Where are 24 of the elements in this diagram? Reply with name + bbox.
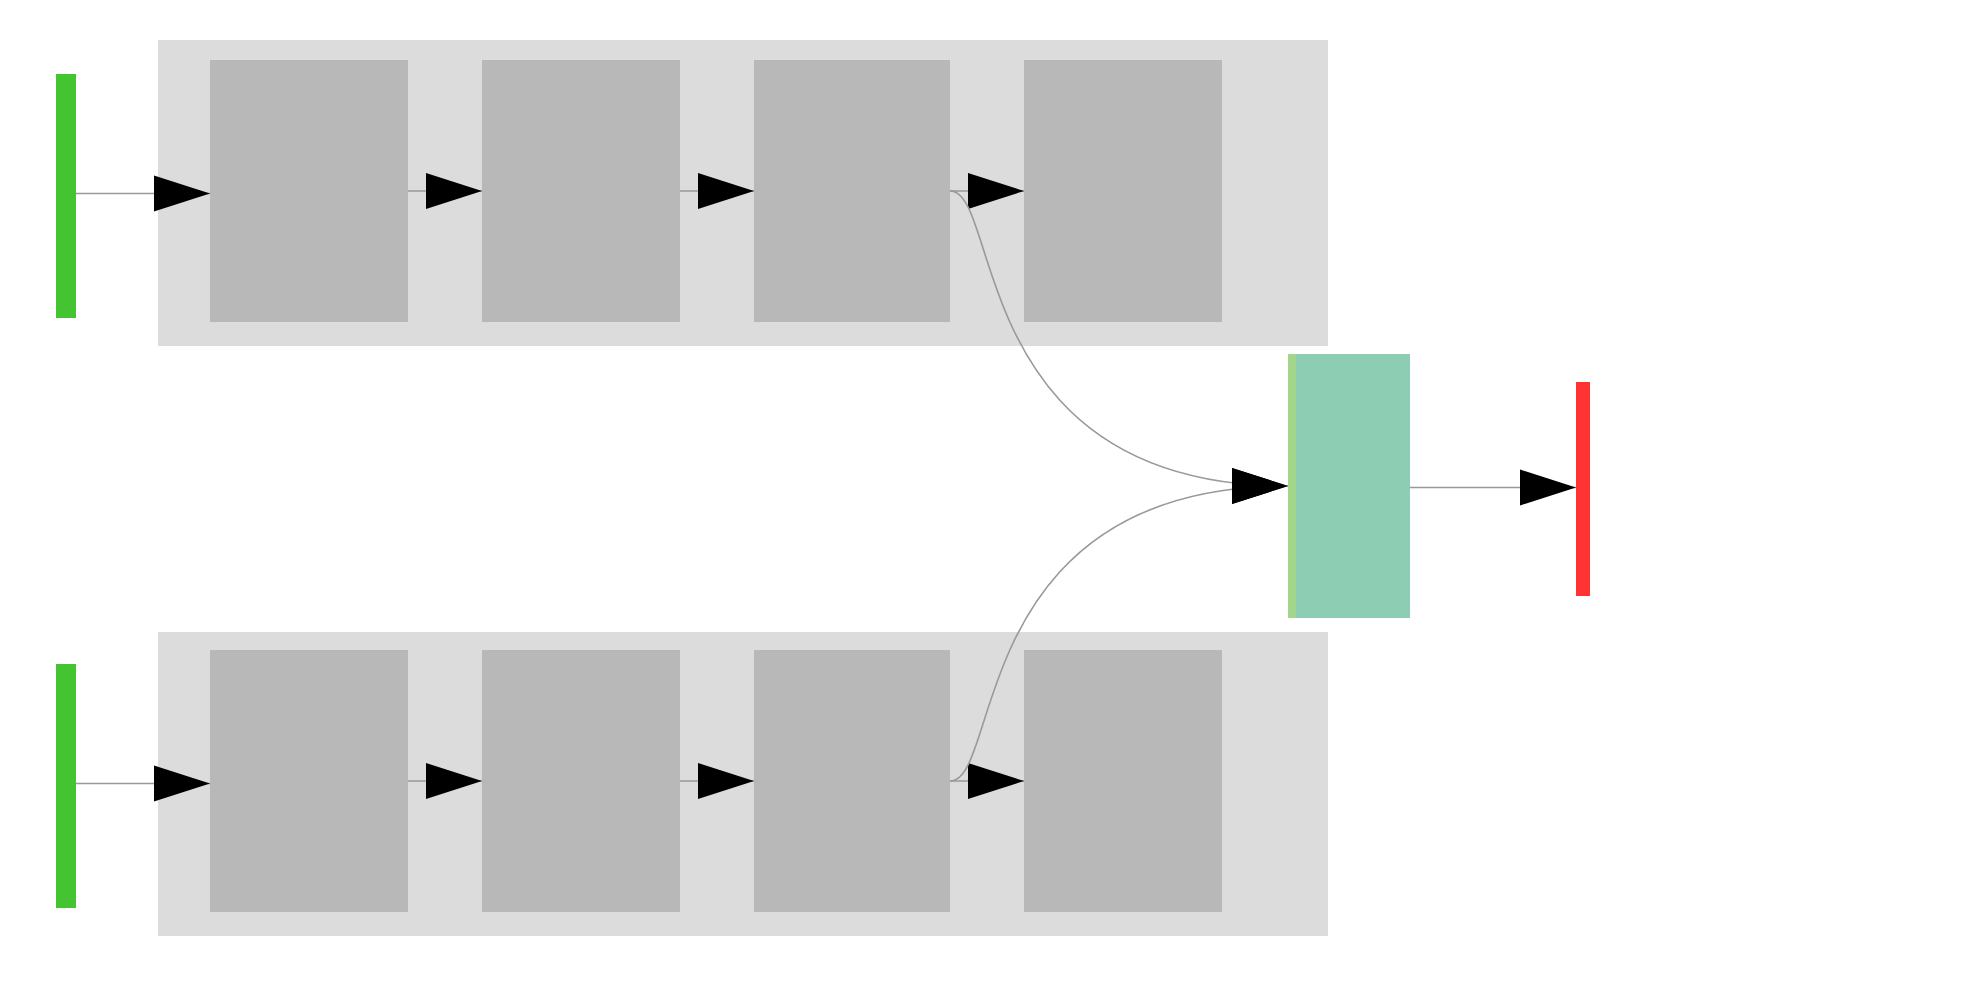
process-step <box>754 650 950 912</box>
merge-step <box>1288 354 1410 618</box>
process-step <box>754 60 950 322</box>
arrow <box>949 763 1025 799</box>
arrow <box>949 173 1025 209</box>
arrow <box>75 765 211 802</box>
process-step <box>210 60 408 322</box>
process-step <box>1024 60 1222 322</box>
process-step <box>482 650 680 912</box>
start-bar <box>56 74 76 318</box>
arrow <box>407 173 483 209</box>
start-bar <box>56 664 76 908</box>
arrow <box>407 763 483 799</box>
process-step <box>1024 650 1222 912</box>
arrow <box>679 173 755 209</box>
arrow <box>75 175 211 212</box>
end-bar <box>1576 382 1590 596</box>
arrow <box>1409 469 1577 506</box>
arrow <box>949 472 1289 782</box>
process-step <box>210 650 408 912</box>
group-panel <box>158 632 1328 936</box>
arrow <box>679 763 755 799</box>
group-panel <box>158 40 1328 346</box>
process-step <box>482 60 680 322</box>
